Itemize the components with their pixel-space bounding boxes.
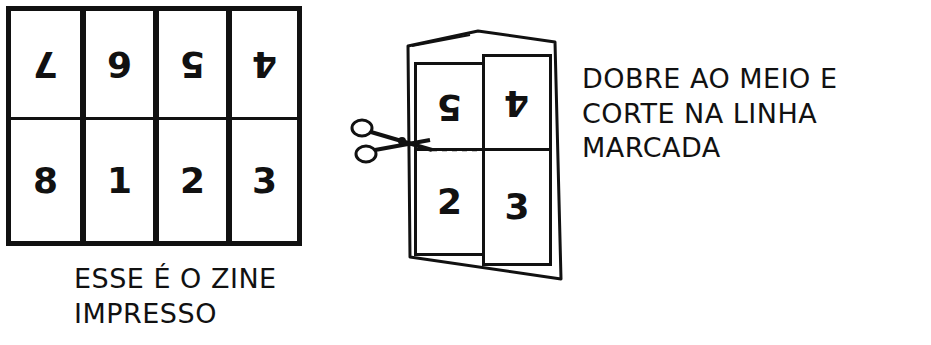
page-number: 1 (107, 163, 132, 199)
folded-sheet (408, 31, 561, 279)
page-number: 2 (437, 184, 462, 220)
zine-page-panel: 2 (414, 148, 485, 256)
zine-page-panel: 2 (156, 117, 229, 244)
page-number: 8 (33, 163, 58, 199)
zine-page-panel: 1 (83, 117, 156, 244)
instruction-text: ESSE É O ZINE IMPRESSO (74, 262, 324, 331)
instruction-text: DOBRE AO MEIO E CORTE NA LINHA MARCADA (582, 62, 922, 166)
page-number: 5 (180, 46, 205, 82)
page-number: 4 (252, 46, 277, 82)
zine-page-panel: 7 (8, 8, 83, 120)
page-number: 7 (33, 46, 58, 82)
zine-page-panel: 3 (482, 148, 552, 266)
scissors-icon (352, 120, 432, 162)
page-number: 5 (437, 89, 462, 125)
page-number: 3 (252, 163, 277, 199)
printed-sheet (8, 8, 300, 244)
zine-page-panel: 5 (414, 62, 485, 151)
zine-page-panel: 4 (482, 54, 552, 151)
zine-page-panel: 8 (8, 117, 83, 244)
page-number: 2 (180, 163, 205, 199)
fold-edge (412, 35, 470, 46)
page-number: 4 (504, 85, 529, 121)
zine-page-panel: 4 (229, 8, 300, 120)
page-number: 3 (504, 189, 529, 225)
page-number: 6 (107, 46, 132, 82)
zine-page-panel: 6 (83, 8, 156, 120)
zine-page-panel: 3 (229, 117, 300, 244)
zine-page-panel: 5 (156, 8, 229, 120)
